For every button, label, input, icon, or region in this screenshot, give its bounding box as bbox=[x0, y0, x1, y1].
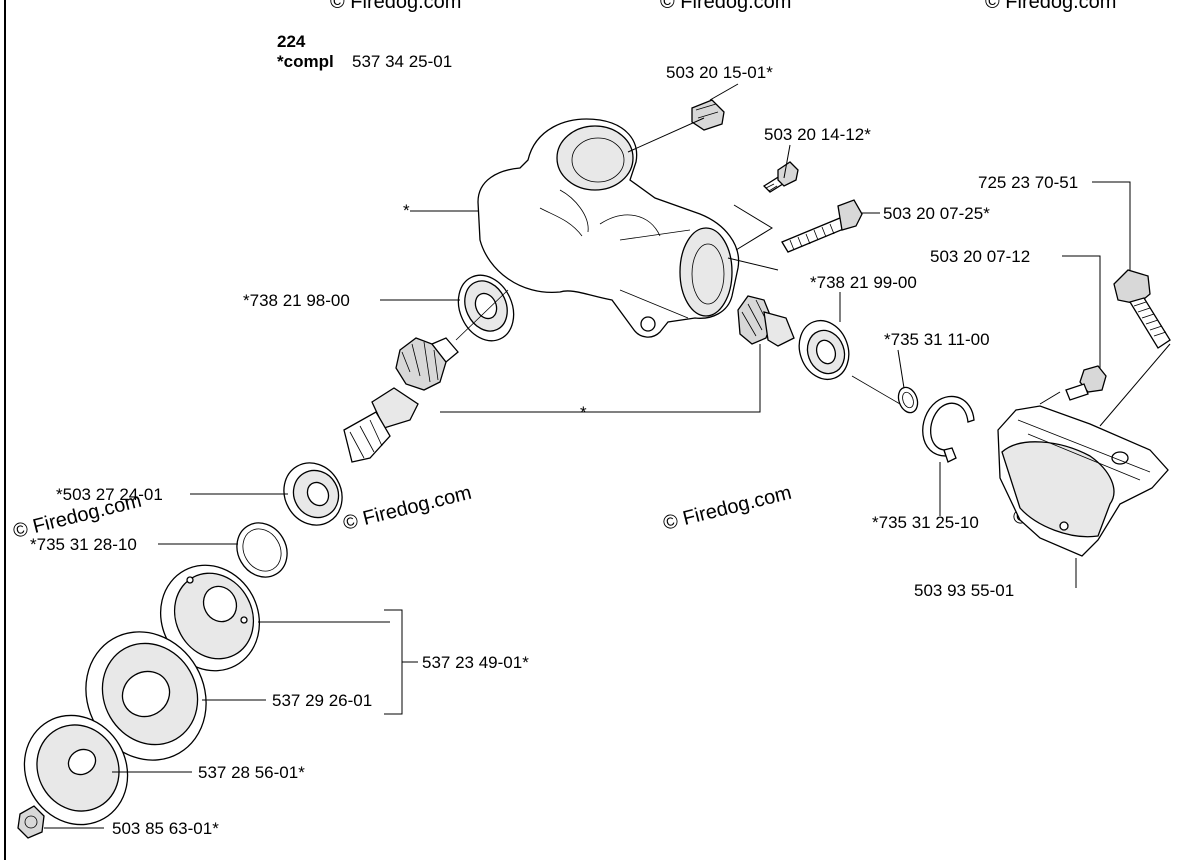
label-gear-set[interactable]: * bbox=[580, 403, 587, 422]
label-long-screw[interactable]: 503 20 07-25* bbox=[883, 204, 990, 223]
label-guard-screw[interactable]: 503 20 07-12 bbox=[930, 247, 1030, 266]
label-housing[interactable]: * bbox=[403, 201, 410, 220]
watermark-text: © Firedog.com bbox=[985, 0, 1116, 13]
lower-circlip[interactable] bbox=[227, 514, 297, 586]
label-right-bearing[interactable]: *738 21 99-00 bbox=[810, 273, 917, 292]
long-screw[interactable] bbox=[781, 199, 863, 253]
label-washer[interactable]: 537 28 56-01* bbox=[198, 763, 305, 782]
small-circlip[interactable] bbox=[895, 385, 921, 416]
watermark-text: © Firedog.com bbox=[660, 0, 791, 13]
label-plug[interactable]: 503 20 15-01* bbox=[666, 63, 773, 82]
plug[interactable] bbox=[691, 99, 725, 131]
assembly-compl-part[interactable]: 537 34 25-01 bbox=[352, 52, 452, 71]
lock-nut[interactable] bbox=[17, 805, 45, 839]
right-bearing[interactable] bbox=[791, 314, 857, 387]
right-bevel-gear[interactable] bbox=[737, 295, 795, 347]
short-screw[interactable] bbox=[762, 161, 799, 193]
watermark-text: © Firedog.com bbox=[341, 482, 474, 535]
lower-bearing[interactable] bbox=[273, 452, 353, 535]
label-drive-disc-group[interactable]: 537 23 49-01* bbox=[422, 653, 529, 672]
label-large-circlip[interactable]: *735 31 25-10 bbox=[872, 513, 979, 532]
label-small-circlip[interactable]: *735 31 11-00 bbox=[884, 330, 990, 349]
watermark-text: © Firedog.com bbox=[330, 0, 461, 13]
leader-lines bbox=[44, 83, 1171, 829]
guard-screw[interactable] bbox=[1065, 365, 1107, 401]
label-nut[interactable]: 503 85 63-01* bbox=[112, 819, 219, 838]
label-guard[interactable]: 503 93 55-01 bbox=[914, 581, 1014, 600]
drive-disc[interactable] bbox=[142, 548, 277, 688]
large-circlip[interactable] bbox=[922, 395, 975, 463]
pinion-gear-shaft[interactable] bbox=[343, 337, 459, 463]
label-short-screw[interactable]: 503 20 14-12* bbox=[764, 125, 871, 144]
label-upper-bearing[interactable]: *738 21 98-00 bbox=[243, 291, 350, 310]
label-lower-circlip[interactable]: *735 31 28-10 bbox=[30, 535, 137, 554]
label-lower-bearing[interactable]: *503 27 24-01 bbox=[56, 485, 163, 504]
support-cup[interactable] bbox=[63, 610, 229, 782]
watermark-text: © Firedog.com bbox=[661, 482, 794, 535]
assembly-number: 224 bbox=[277, 32, 306, 51]
gear-housing[interactable] bbox=[477, 118, 740, 338]
part-labels: 503 20 15-01* 503 20 14-12* 503 20 07-25… bbox=[30, 63, 1078, 838]
hex-bolt[interactable] bbox=[1113, 269, 1171, 349]
thrust-washer[interactable] bbox=[5, 697, 148, 844]
label-support-cup[interactable]: 537 29 26-01 bbox=[272, 691, 372, 710]
assembly-compl-label: *compl bbox=[277, 52, 334, 71]
label-bolt[interactable]: 725 23 70-51 bbox=[978, 173, 1078, 192]
guard-bracket[interactable] bbox=[997, 405, 1169, 557]
